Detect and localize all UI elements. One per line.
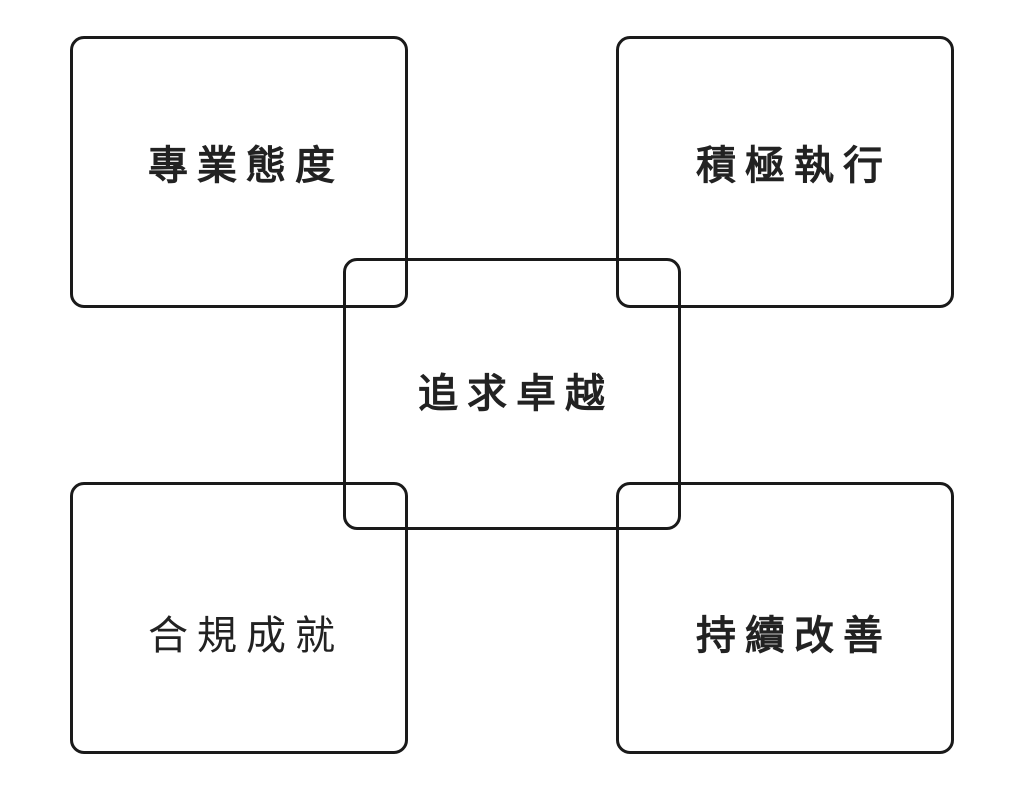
label-continuous-improvement: 持續改善 (696, 613, 892, 659)
label-pursue-excellence: 追求卓越 (418, 371, 614, 417)
box-pursue-excellence (343, 258, 681, 530)
label-active-execution: 積極執行 (696, 143, 892, 189)
box-professional-attitude (70, 36, 408, 308)
box-continuous-improvement (616, 482, 954, 754)
box-compliance-achievement (70, 482, 408, 754)
box-active-execution (616, 36, 954, 308)
label-professional-attitude: 專業態度 (148, 143, 344, 189)
label-compliance-achievement: 合規成就 (148, 613, 344, 659)
